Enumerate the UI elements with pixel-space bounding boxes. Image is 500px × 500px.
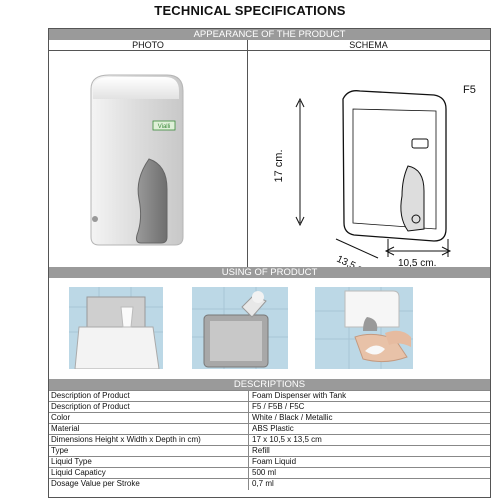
table-row: Material ABS Plastic [49, 423, 490, 435]
usage-photo-1 [69, 287, 163, 369]
row-value: ABS Plastic [252, 424, 294, 433]
row-value: 0,7 ml [252, 479, 274, 488]
usage-heading: USING OF PRODUCT [49, 267, 490, 278]
row-value: 17 x 10,5 x 13,5 cm [252, 435, 322, 444]
table-row: Color White / Black / Metallic [49, 412, 490, 424]
row-value: Refill [252, 446, 270, 455]
row-label: Type [51, 446, 69, 455]
photo-logo: Vialli [158, 124, 171, 130]
table-row: Description of Product F5 / F5B / F5C [49, 401, 490, 413]
row-value: White / Black / Metallic [252, 413, 333, 422]
usage-photo-2 [192, 287, 288, 369]
row-label: Description of Product [51, 402, 130, 411]
dim-depth: 13,5 cm. [335, 254, 374, 267]
row-label: Color [51, 413, 71, 422]
dim-height: 17 cm. [273, 149, 285, 182]
table-row: Dimensions Height x Width x Depth in cm)… [49, 434, 490, 446]
row-label: Material [51, 424, 80, 433]
row-label: Liquid Type [51, 457, 92, 466]
table-row: Liquid Type Foam Liquid [49, 456, 490, 468]
usage-photo-3 [315, 287, 413, 369]
table-row: Liquid Capaticy 500 ml [49, 467, 490, 479]
page-title: TECHNICAL SPECIFICATIONS [154, 3, 346, 18]
table-row: Type Refill [49, 445, 490, 457]
product-photo: Vialli [79, 69, 189, 249]
appearance-heading: APPEARANCE OF THE PRODUCT [49, 29, 490, 40]
row-label: Description of Product [51, 391, 130, 400]
photo-label: PHOTO [132, 40, 164, 50]
table-row: Dosage Value per Stroke 0,7 ml [49, 478, 490, 490]
spec-sheet: APPEARANCE OF THE PRODUCT PHOTO SCHEMA [48, 28, 491, 498]
row-label: Dosage Value per Stroke [51, 479, 140, 488]
dim-width: 10,5 cm. [398, 258, 436, 267]
schema-label: SCHEMA [349, 40, 388, 50]
descriptions-heading: DESCRIPTIONS [49, 379, 490, 390]
row-value: F5 / F5B / F5C [252, 402, 305, 411]
product-schema: F5 17 cm. 13,5 cm. 10,5 cm. [248, 51, 489, 280]
row-value: Foam Dispenser with Tank [252, 391, 347, 400]
model-code: F5 [463, 84, 476, 96]
row-value: Foam Liquid [252, 457, 297, 466]
row-label: Liquid Capaticy [51, 468, 106, 477]
table-row: Description of Product Foam Dispenser wi… [49, 390, 490, 402]
spec-table: Description of Product Foam Dispenser wi… [49, 390, 490, 497]
row-label: Dimensions Height x Width x Depth in cm) [51, 435, 201, 444]
row-value: 500 ml [252, 468, 277, 477]
